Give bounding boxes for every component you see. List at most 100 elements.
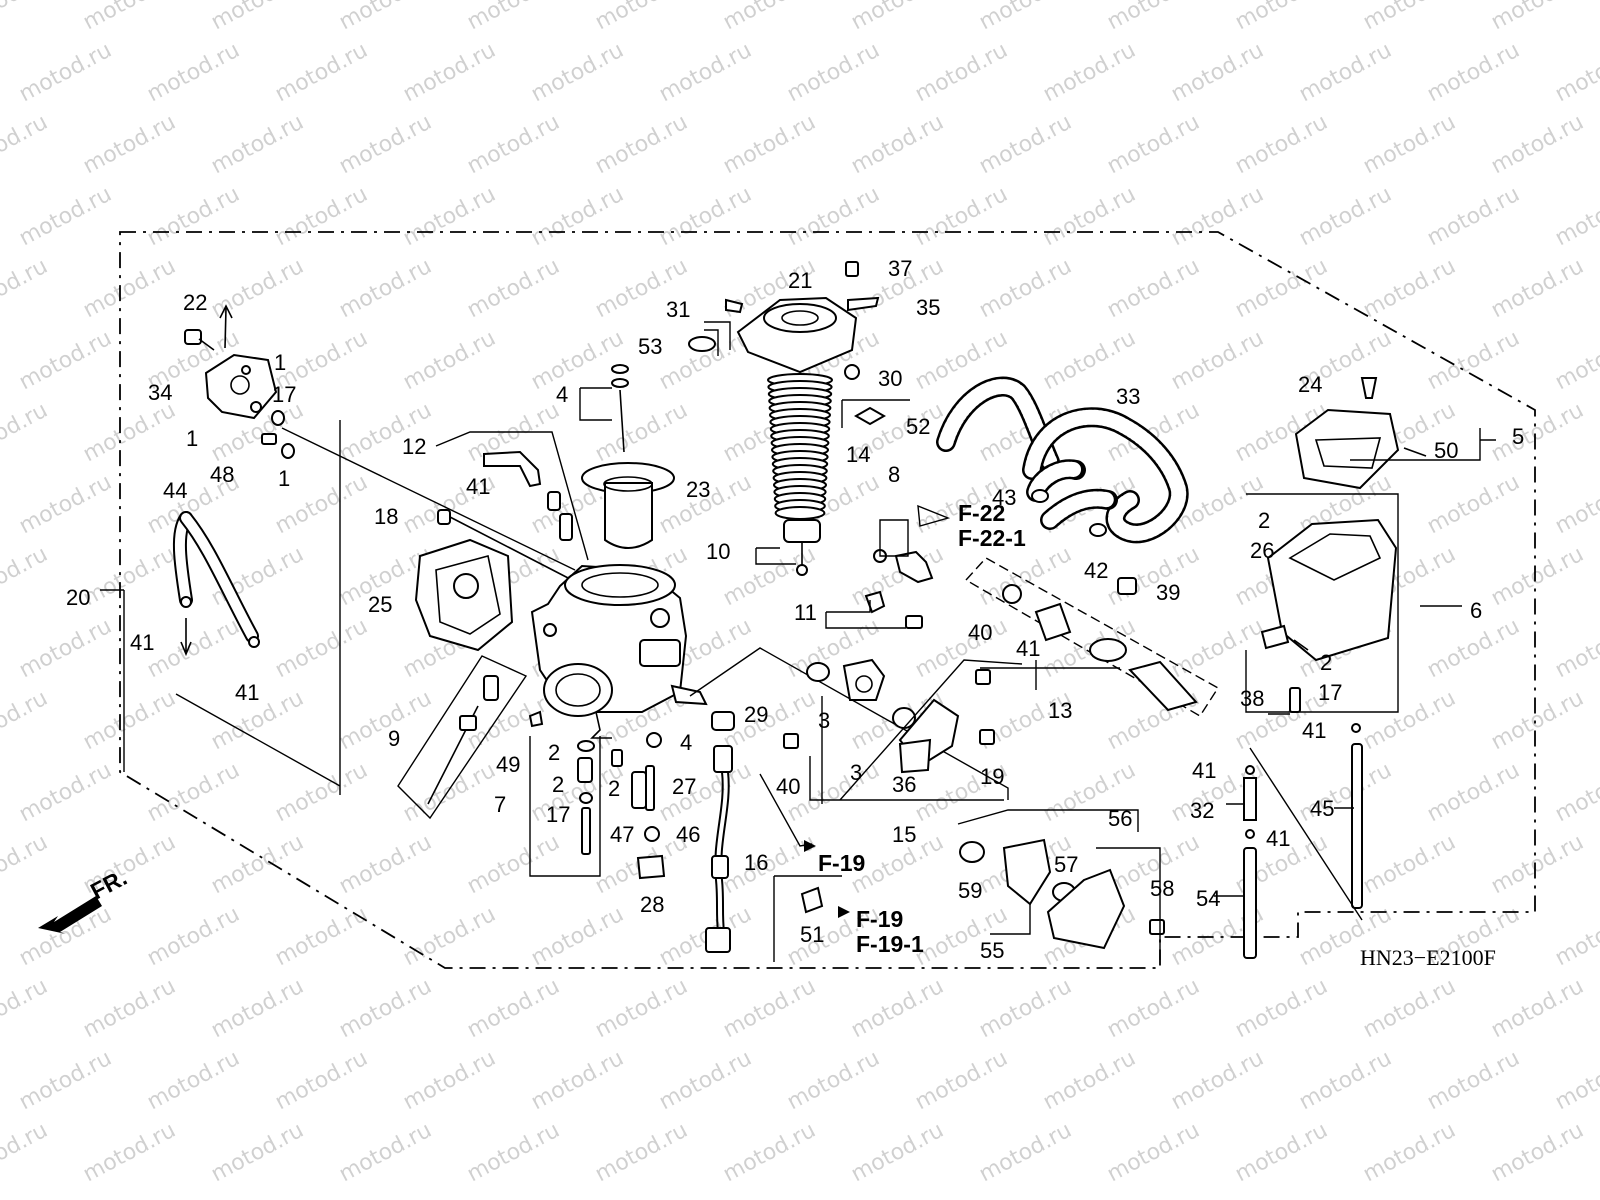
ref-f22-1: F-22-1 [958, 525, 1026, 551]
float-chamber-6 [1245, 493, 1399, 713]
callout-2-b: 2 [1320, 650, 1332, 675]
callout-9: 9 [388, 726, 400, 751]
callout-50: 50 [1434, 438, 1458, 463]
watermark-text: motod.ru [783, 38, 884, 107]
watermark-text: motod.ru [527, 902, 628, 971]
hose-fill [1042, 491, 1116, 528]
sensor-55-59 [957, 809, 1165, 960]
watermark-text: motod.ru [911, 38, 1012, 107]
watermark-text: motod.ru [463, 110, 564, 179]
watermark-text: motod.ru [1487, 686, 1588, 755]
watermark-text: motod.ru [591, 398, 692, 467]
callout-41-g: 41 [1266, 826, 1290, 851]
watermark-text: motod.ru [15, 326, 116, 395]
callout-29: 29 [744, 702, 768, 727]
watermark-text: motod.ru [271, 182, 372, 251]
callout-59: 59 [958, 878, 982, 903]
callout-4: 4 [556, 382, 568, 407]
callout-27: 27 [672, 774, 696, 799]
watermark-text: motod.ru [591, 1118, 692, 1187]
piston-assembly-12 [435, 431, 589, 561]
watermark-text: motod.ru [0, 686, 52, 755]
watermark-text: motod.ru [79, 398, 180, 467]
callout-28: 28 [640, 892, 664, 917]
callout-34: 34 [148, 380, 172, 405]
watermark-text: motod.ru [463, 974, 564, 1043]
watermark-text: motod.ru [719, 110, 820, 179]
callout-2: 2 [1258, 508, 1270, 533]
watermark-text: motod.ru [1551, 326, 1600, 395]
callout-55: 55 [980, 938, 1004, 963]
watermark-text: motod.ru [1231, 0, 1332, 35]
guide-heater [689, 647, 1009, 800]
callout-17-c: 17 [546, 802, 570, 827]
callout-26: 26 [1250, 538, 1274, 563]
callout-2-d: 2 [552, 772, 564, 797]
callout-2-c: 2 [548, 740, 560, 765]
callout-22: 22 [183, 290, 207, 315]
callout-37: 37 [888, 256, 912, 281]
watermark-text: motod.ru [1103, 974, 1204, 1043]
watermark-text: motod.ru [143, 902, 244, 971]
callout-57: 57 [1054, 852, 1078, 877]
watermark-text: motod.ru [79, 254, 180, 323]
watermark-text: motod.ru [1167, 326, 1268, 395]
diaphragm-23 [581, 462, 675, 549]
tube-44 [172, 511, 260, 657]
watermark-text: motod.ru [911, 614, 1012, 683]
callout-41-f: 41 [1192, 758, 1216, 783]
watermark-text: motod.ru [1423, 326, 1524, 395]
spring-14 [767, 373, 833, 520]
watermark-text: motod.ru [335, 686, 436, 755]
callout-32: 32 [1190, 798, 1214, 823]
watermark-text: motod.ru [655, 758, 756, 827]
watermark-text: motod.ru [0, 0, 52, 35]
small-parts-31-53-37-35 [688, 261, 910, 428]
callout-48: 48 [210, 462, 234, 487]
callout-33: 33 [1116, 384, 1140, 409]
watermark-text: motod.ru [15, 758, 116, 827]
watermark-text: motod.ru [1423, 182, 1524, 251]
assembly-boundary [119, 231, 1536, 969]
guide-line-left [175, 693, 341, 787]
callout-19: 19 [980, 764, 1004, 789]
watermark-text: motod.ru [1231, 254, 1332, 323]
watermark-text: motod.ru [1423, 38, 1524, 107]
watermark-text: motod.ru [15, 614, 116, 683]
callout-31: 31 [666, 297, 690, 322]
guide-line-cover [281, 427, 576, 571]
watermark-text: motod.ru [1487, 1118, 1588, 1187]
callout-38: 38 [1240, 686, 1264, 711]
callout-44: 44 [163, 478, 187, 503]
callout-16: 16 [744, 850, 768, 875]
watermark-text: motod.ru [0, 398, 52, 467]
watermark-text: motod.ru [1167, 614, 1268, 683]
watermark-text: motod.ru [1231, 974, 1332, 1043]
watermark-text: motod.ru [719, 974, 820, 1043]
watermark-text: motod.ru [399, 902, 500, 971]
watermark-text: motod.ru [719, 1118, 820, 1187]
callout-5: 5 [1512, 424, 1524, 449]
watermark-text: motod.ru [335, 0, 436, 35]
hose-fill [1028, 461, 1084, 500]
watermark-text: motod.ru [207, 1118, 308, 1187]
watermark-text: motod.ru [271, 1046, 372, 1115]
callout-labels: 22 1 34 17 1 48 1 44 20 41 41 18 25 12 4… [66, 256, 1524, 963]
watermark-text: motod.ru [1551, 614, 1600, 683]
callout-6: 6 [1470, 598, 1482, 623]
watermark-text: motod.ru [207, 0, 308, 35]
watermark-text: motod.ru [463, 254, 564, 323]
watermark-text: motod.ru [527, 182, 628, 251]
watermark-text: motod.ru [79, 0, 180, 35]
watermark-text: motod.ru [143, 38, 244, 107]
watermark-text: motod.ru [1039, 38, 1140, 107]
watermark-text: motod.ru [975, 110, 1076, 179]
watermark-text: motod.ru [1295, 1046, 1396, 1115]
watermark-text: motod.ru [1487, 542, 1588, 611]
watermark-text: motod.ru [975, 1118, 1076, 1187]
watermark-text: motod.ru [1167, 182, 1268, 251]
tubes-32-45-54 [1243, 723, 1363, 959]
callout-56: 56 [1108, 806, 1132, 831]
ref-f19: F-19 [818, 850, 865, 876]
watermark-text: motod.ru [15, 38, 116, 107]
